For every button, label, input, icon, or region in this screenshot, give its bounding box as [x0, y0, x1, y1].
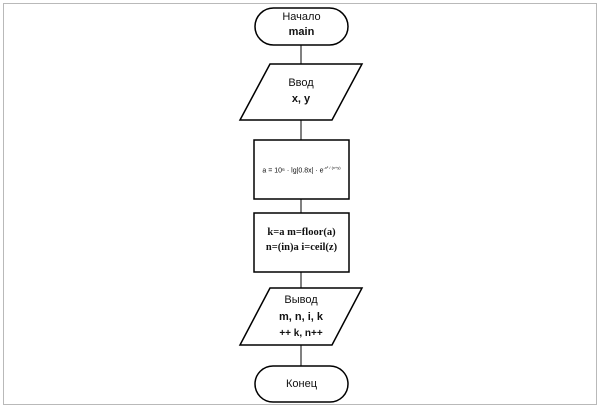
formula-base: a = 10⁶ · lg|0.8x| · e	[262, 167, 324, 175]
end-label: Конец	[285, 378, 318, 390]
process-box	[253, 212, 350, 273]
output-parallelogram	[238, 287, 364, 346]
end-terminator	[254, 365, 349, 403]
input-variables: x, y	[291, 93, 311, 105]
input-label: Ввод	[288, 77, 314, 89]
input-parallelogram	[238, 63, 364, 121]
formula-process-box	[253, 139, 350, 200]
start-function-name: main	[288, 26, 315, 38]
output-variables: m, n, i, k	[278, 311, 323, 323]
output-increments: ++ k, n++	[279, 328, 323, 339]
formula-exponent: -x² / (x+y)	[323, 165, 341, 170]
start-terminator	[254, 7, 349, 46]
start-label: Начало	[282, 11, 321, 23]
output-label: Вывод	[284, 294, 318, 306]
process-line-2: n=(in)a i=ceil(z)	[265, 242, 338, 253]
diagram-frame	[3, 3, 597, 405]
process-line-1: k=a m=floor(a)	[267, 227, 336, 238]
formula-text: a = 10⁶ · lg|0.8x| · e-x² / (x+y)	[254, 165, 349, 174]
